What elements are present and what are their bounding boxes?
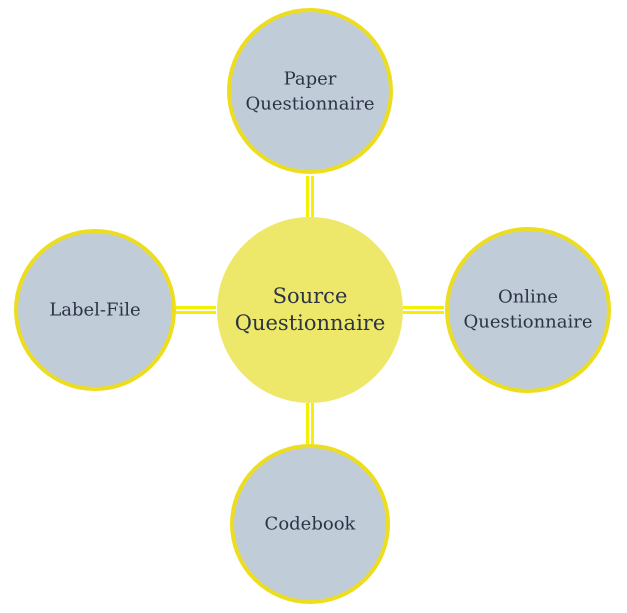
- node-online-questionnaire: Online Questionnaire: [445, 227, 611, 393]
- node-online-questionnaire-label-line2: Questionnaire: [464, 312, 593, 333]
- connector-left: [176, 306, 216, 314]
- center-node-label-line2: Questionnaire: [235, 311, 386, 335]
- node-label-file: Label-File: [14, 229, 176, 391]
- connector-right: [403, 306, 444, 314]
- node-codebook-label: Codebook: [265, 514, 357, 535]
- center-node: Source Questionnaire: [217, 217, 403, 403]
- node-paper-questionnaire-label-line2: Questionnaire: [246, 94, 375, 115]
- connector-bottom: [306, 403, 314, 444]
- node-online-questionnaire-label-line1: Online: [498, 287, 558, 308]
- node-label-file-label: Label-File: [49, 300, 140, 321]
- node-codebook: Codebook: [230, 444, 390, 604]
- node-paper-questionnaire-label-line1: Paper: [284, 69, 337, 90]
- connector-top: [306, 176, 314, 217]
- node-paper-questionnaire: Paper Questionnaire: [227, 8, 393, 174]
- center-node-label-line1: Source: [273, 284, 348, 308]
